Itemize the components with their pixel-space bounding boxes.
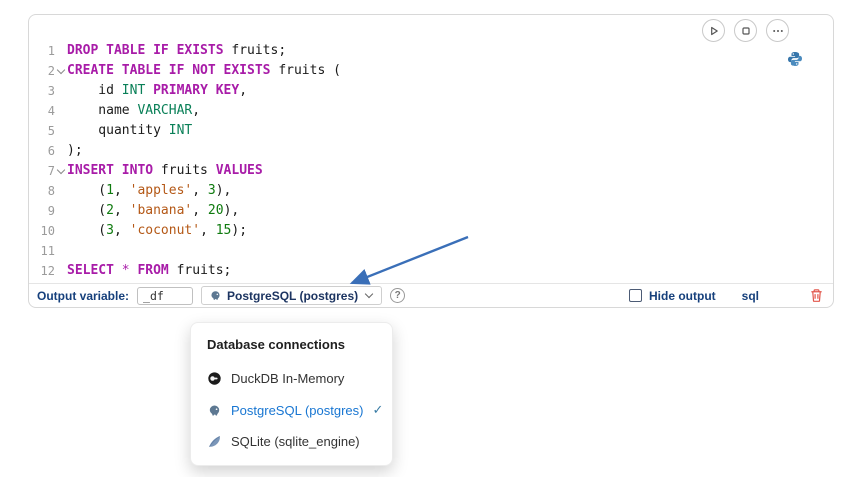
code-line[interactable]: 2 CREATE TABLE IF NOT EXISTS fruits ( (29, 61, 833, 81)
ellipsis-icon (772, 26, 784, 36)
postgres-icon (209, 289, 222, 302)
language-badge: sql (741, 288, 759, 303)
code-text: quantity INT (67, 123, 193, 138)
line-number: 10 (40, 224, 55, 238)
code-line[interactable]: 4 name VARCHAR, (29, 101, 833, 121)
line-number: 6 (47, 144, 55, 158)
menu-item-duckdb[interactable]: DuckDB In-Memory (191, 363, 392, 394)
hide-output-label: Hide output (649, 288, 716, 303)
sqlite-icon (207, 434, 222, 449)
output-variable-input[interactable] (137, 286, 194, 305)
line-number: 1 (47, 44, 55, 58)
chevron-down-icon (365, 291, 374, 300)
fold-spacer (55, 181, 67, 201)
line-number: 12 (40, 264, 55, 278)
fold-chevron-icon[interactable] (55, 61, 67, 81)
code-line[interactable]: 6); (29, 141, 833, 161)
code-line[interactable]: 10 (3, 'coconut', 15); (29, 221, 833, 241)
code-text: SELECT * FROM fruits; (67, 263, 232, 278)
python-icon (787, 51, 803, 67)
cell-footer-toolbar: Output variable: PostgreSQL (postgres) ?… (29, 283, 833, 307)
play-icon (709, 26, 719, 36)
sql-code-cell: 1 DROP TABLE IF EXISTS fruits; 2 CREATE TAB… (28, 14, 834, 308)
run-cell-button[interactable] (702, 19, 725, 42)
line-number: 9 (47, 204, 55, 218)
fold-spacer (55, 121, 67, 141)
code-text: INSERT INTO fruits VALUES (67, 163, 263, 178)
fold-spacer (55, 221, 67, 241)
line-number: 4 (47, 104, 55, 118)
fold-spacer (55, 201, 67, 221)
code-line[interactable]: 7 INSERT INTO fruits VALUES (29, 161, 833, 181)
postgres-icon (207, 403, 222, 418)
menu-header: Database connections (207, 337, 345, 352)
code-line[interactable]: 11 (29, 241, 833, 261)
code-line[interactable]: 1 DROP TABLE IF EXISTS fruits; (29, 41, 833, 61)
code-text: (1, 'apples', 3), (67, 183, 232, 198)
fold-chevron-icon[interactable] (55, 161, 67, 181)
cell-action-toolbar (702, 19, 789, 42)
line-number: 3 (47, 84, 55, 98)
code-editor[interactable]: 1 DROP TABLE IF EXISTS fruits; 2 CREATE TAB… (29, 15, 833, 281)
footer-right-group: Hide output sql (629, 288, 825, 304)
code-text: ); (67, 143, 83, 158)
fold-spacer (55, 141, 67, 161)
menu-item-label: PostgreSQL (postgres) (231, 402, 364, 418)
output-variable-label: Output variable: (37, 288, 130, 303)
duckdb-icon (207, 371, 222, 386)
connection-dropdown-button[interactable]: PostgreSQL (postgres) (201, 286, 383, 305)
code-text: (3, 'coconut', 15); (67, 223, 248, 238)
code-text: (2, 'banana', 20), (67, 203, 240, 218)
code-text: id INT PRIMARY KEY, (67, 83, 248, 98)
line-number: 7 (47, 164, 55, 178)
menu-item-label: SQLite (sqlite_engine) (231, 434, 360, 449)
menu-item-label: DuckDB In-Memory (231, 371, 345, 386)
code-line[interactable]: 8 (1, 'apples', 3), (29, 181, 833, 201)
line-number: 11 (40, 244, 55, 258)
line-number: 8 (47, 184, 55, 198)
hide-output-checkbox[interactable] (629, 289, 642, 302)
fold-spacer (55, 81, 67, 101)
connection-dropdown-label: PostgreSQL (postgres) (227, 288, 359, 303)
line-number: 2 (47, 64, 55, 78)
trash-icon (809, 288, 825, 303)
delete-cell-button[interactable] (809, 288, 825, 304)
fold-spacer (55, 241, 67, 261)
line-number: 5 (47, 124, 55, 138)
fold-spacer (55, 261, 67, 281)
code-line[interactable]: 3 id INT PRIMARY KEY, (29, 81, 833, 101)
code-line[interactable]: 9 (2, 'banana', 20), (29, 201, 833, 221)
question-mark-icon[interactable]: ? (390, 288, 406, 303)
stop-icon (741, 26, 751, 36)
menu-item-sqlite[interactable]: SQLite (sqlite_engine) (191, 426, 392, 457)
code-line[interactable]: 5 quantity INT (29, 121, 833, 141)
fold-spacer (55, 101, 67, 121)
menu-item-postgres[interactable]: PostgreSQL (postgres) ✓ (191, 394, 392, 426)
code-text: name VARCHAR, (67, 103, 201, 118)
code-text: CREATE TABLE IF NOT EXISTS fruits ( (67, 63, 341, 78)
fold-spacer (55, 41, 67, 61)
interrupt-cell-button[interactable] (734, 19, 757, 42)
code-text: DROP TABLE IF EXISTS fruits; (67, 43, 287, 58)
checkmark-icon: ✓ (372, 402, 384, 417)
more-options-button[interactable] (766, 19, 789, 42)
code-lines: 1 DROP TABLE IF EXISTS fruits; 2 CREATE TAB… (29, 41, 833, 281)
code-line[interactable]: 12 SELECT * FROM fruits; (29, 261, 833, 281)
